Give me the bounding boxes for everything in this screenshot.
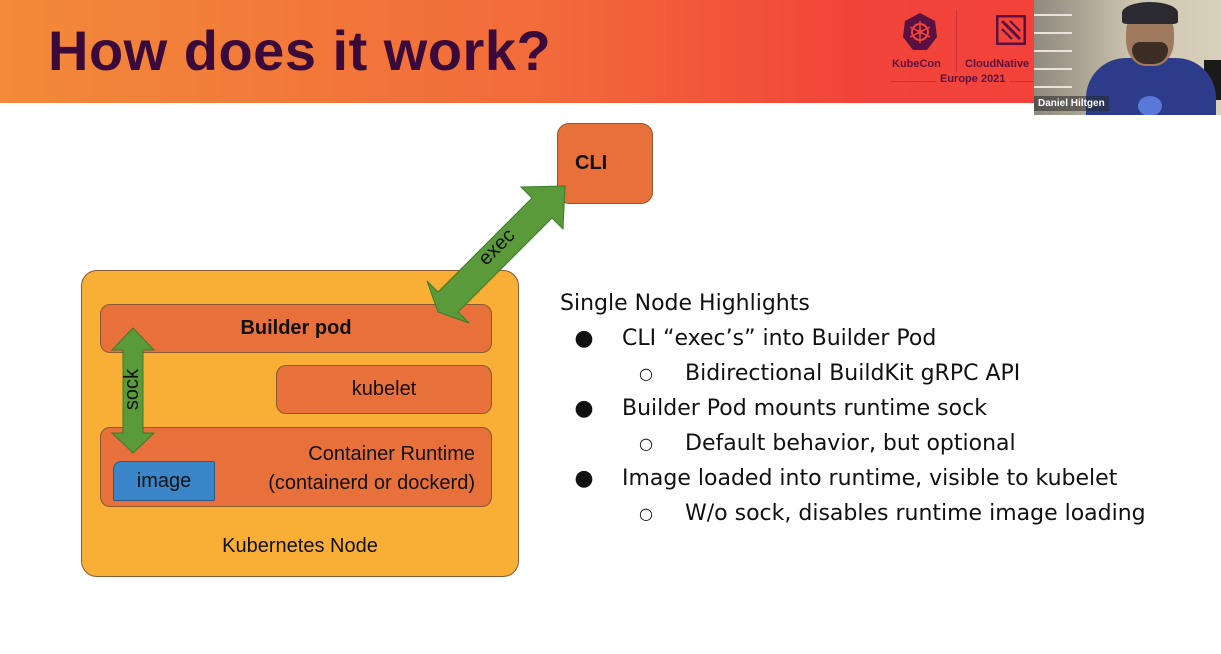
sock-label: sock	[121, 368, 144, 411]
slide-header: How does it work? KubeCon CloudNative Eu…	[0, 0, 1221, 103]
shirt-logo	[1138, 96, 1162, 115]
exec-arrow	[426, 185, 566, 324]
speaker-webcam: Daniel Hiltgen	[1034, 0, 1221, 115]
bullet-hollow-icon: ○	[639, 364, 653, 383]
bookshelf	[1034, 14, 1072, 16]
cloudnative-logo-icon	[996, 15, 1026, 45]
bullet-filled-icon: ●	[574, 396, 594, 421]
bullet-filled-icon: ●	[574, 326, 594, 351]
list-item-text: Builder Pod mounts runtime sock	[622, 396, 987, 421]
cloudnative-label: CloudNative	[965, 58, 1030, 70]
list-subitem: ○ Default behavior, but optional	[560, 426, 1146, 461]
container-runtime-box: image Container Runtime (containerd or d…	[100, 427, 492, 507]
highlights-list: Single Node Highlights ● CLI “exec’s” in…	[560, 286, 1146, 531]
list-item: ● Image loaded into runtime, visible to …	[560, 461, 1146, 496]
list-item: ● Builder Pod mounts runtime sock	[560, 391, 1146, 426]
event-edition: Europe 2021	[936, 73, 1010, 85]
speaker-name-tag: Daniel Hiltgen	[1034, 96, 1109, 111]
highlights-heading: Single Node Highlights	[560, 291, 810, 316]
kubecon-label: KubeCon	[892, 58, 941, 70]
kubelet-box: kubelet	[276, 365, 492, 414]
cli-box: CLI	[557, 123, 653, 204]
kubecon-logo-icon	[903, 13, 937, 50]
builder-pod-box: Builder pod	[100, 304, 492, 353]
bookshelf	[1034, 50, 1072, 52]
list-item: ● CLI “exec’s” into Builder Pod	[560, 321, 1146, 356]
kubernetes-node-label: Kubernetes Node	[222, 535, 378, 557]
speaker-beard	[1132, 42, 1168, 64]
list-item-text: Bidirectional BuildKit gRPC API	[685, 361, 1021, 386]
sock-arrow	[110, 327, 156, 454]
event-logos: KubeCon CloudNative Europe 2021	[886, 6, 1036, 96]
slide-title: How does it work?	[48, 19, 552, 82]
image-box: image	[113, 461, 215, 501]
logo-divider	[956, 10, 957, 72]
runtime-line2: (containerd or dockerd)	[268, 472, 475, 494]
bullet-hollow-icon: ○	[639, 504, 653, 523]
bullet-hollow-icon: ○	[639, 434, 653, 453]
list-item-text: Image loaded into runtime, visible to ku…	[622, 466, 1118, 491]
list-item-text: CLI “exec’s” into Builder Pod	[622, 326, 937, 351]
speaker-cap	[1122, 2, 1178, 24]
bookshelf	[1034, 32, 1072, 34]
list-subitem: ○ Bidirectional BuildKit gRPC API	[560, 356, 1146, 391]
bullet-filled-icon: ●	[574, 466, 594, 491]
bookshelf	[1034, 68, 1072, 70]
bookshelf	[1034, 86, 1072, 88]
list-item-text: W/o sock, disables runtime image loading	[685, 501, 1146, 526]
list-item-text: Default behavior, but optional	[685, 431, 1016, 456]
list-subitem: ○ W/o sock, disables runtime image loadi…	[560, 496, 1146, 531]
runtime-line1: Container Runtime	[308, 443, 475, 465]
container-runtime-label: Container Runtime (containerd or dockerd…	[268, 440, 475, 498]
